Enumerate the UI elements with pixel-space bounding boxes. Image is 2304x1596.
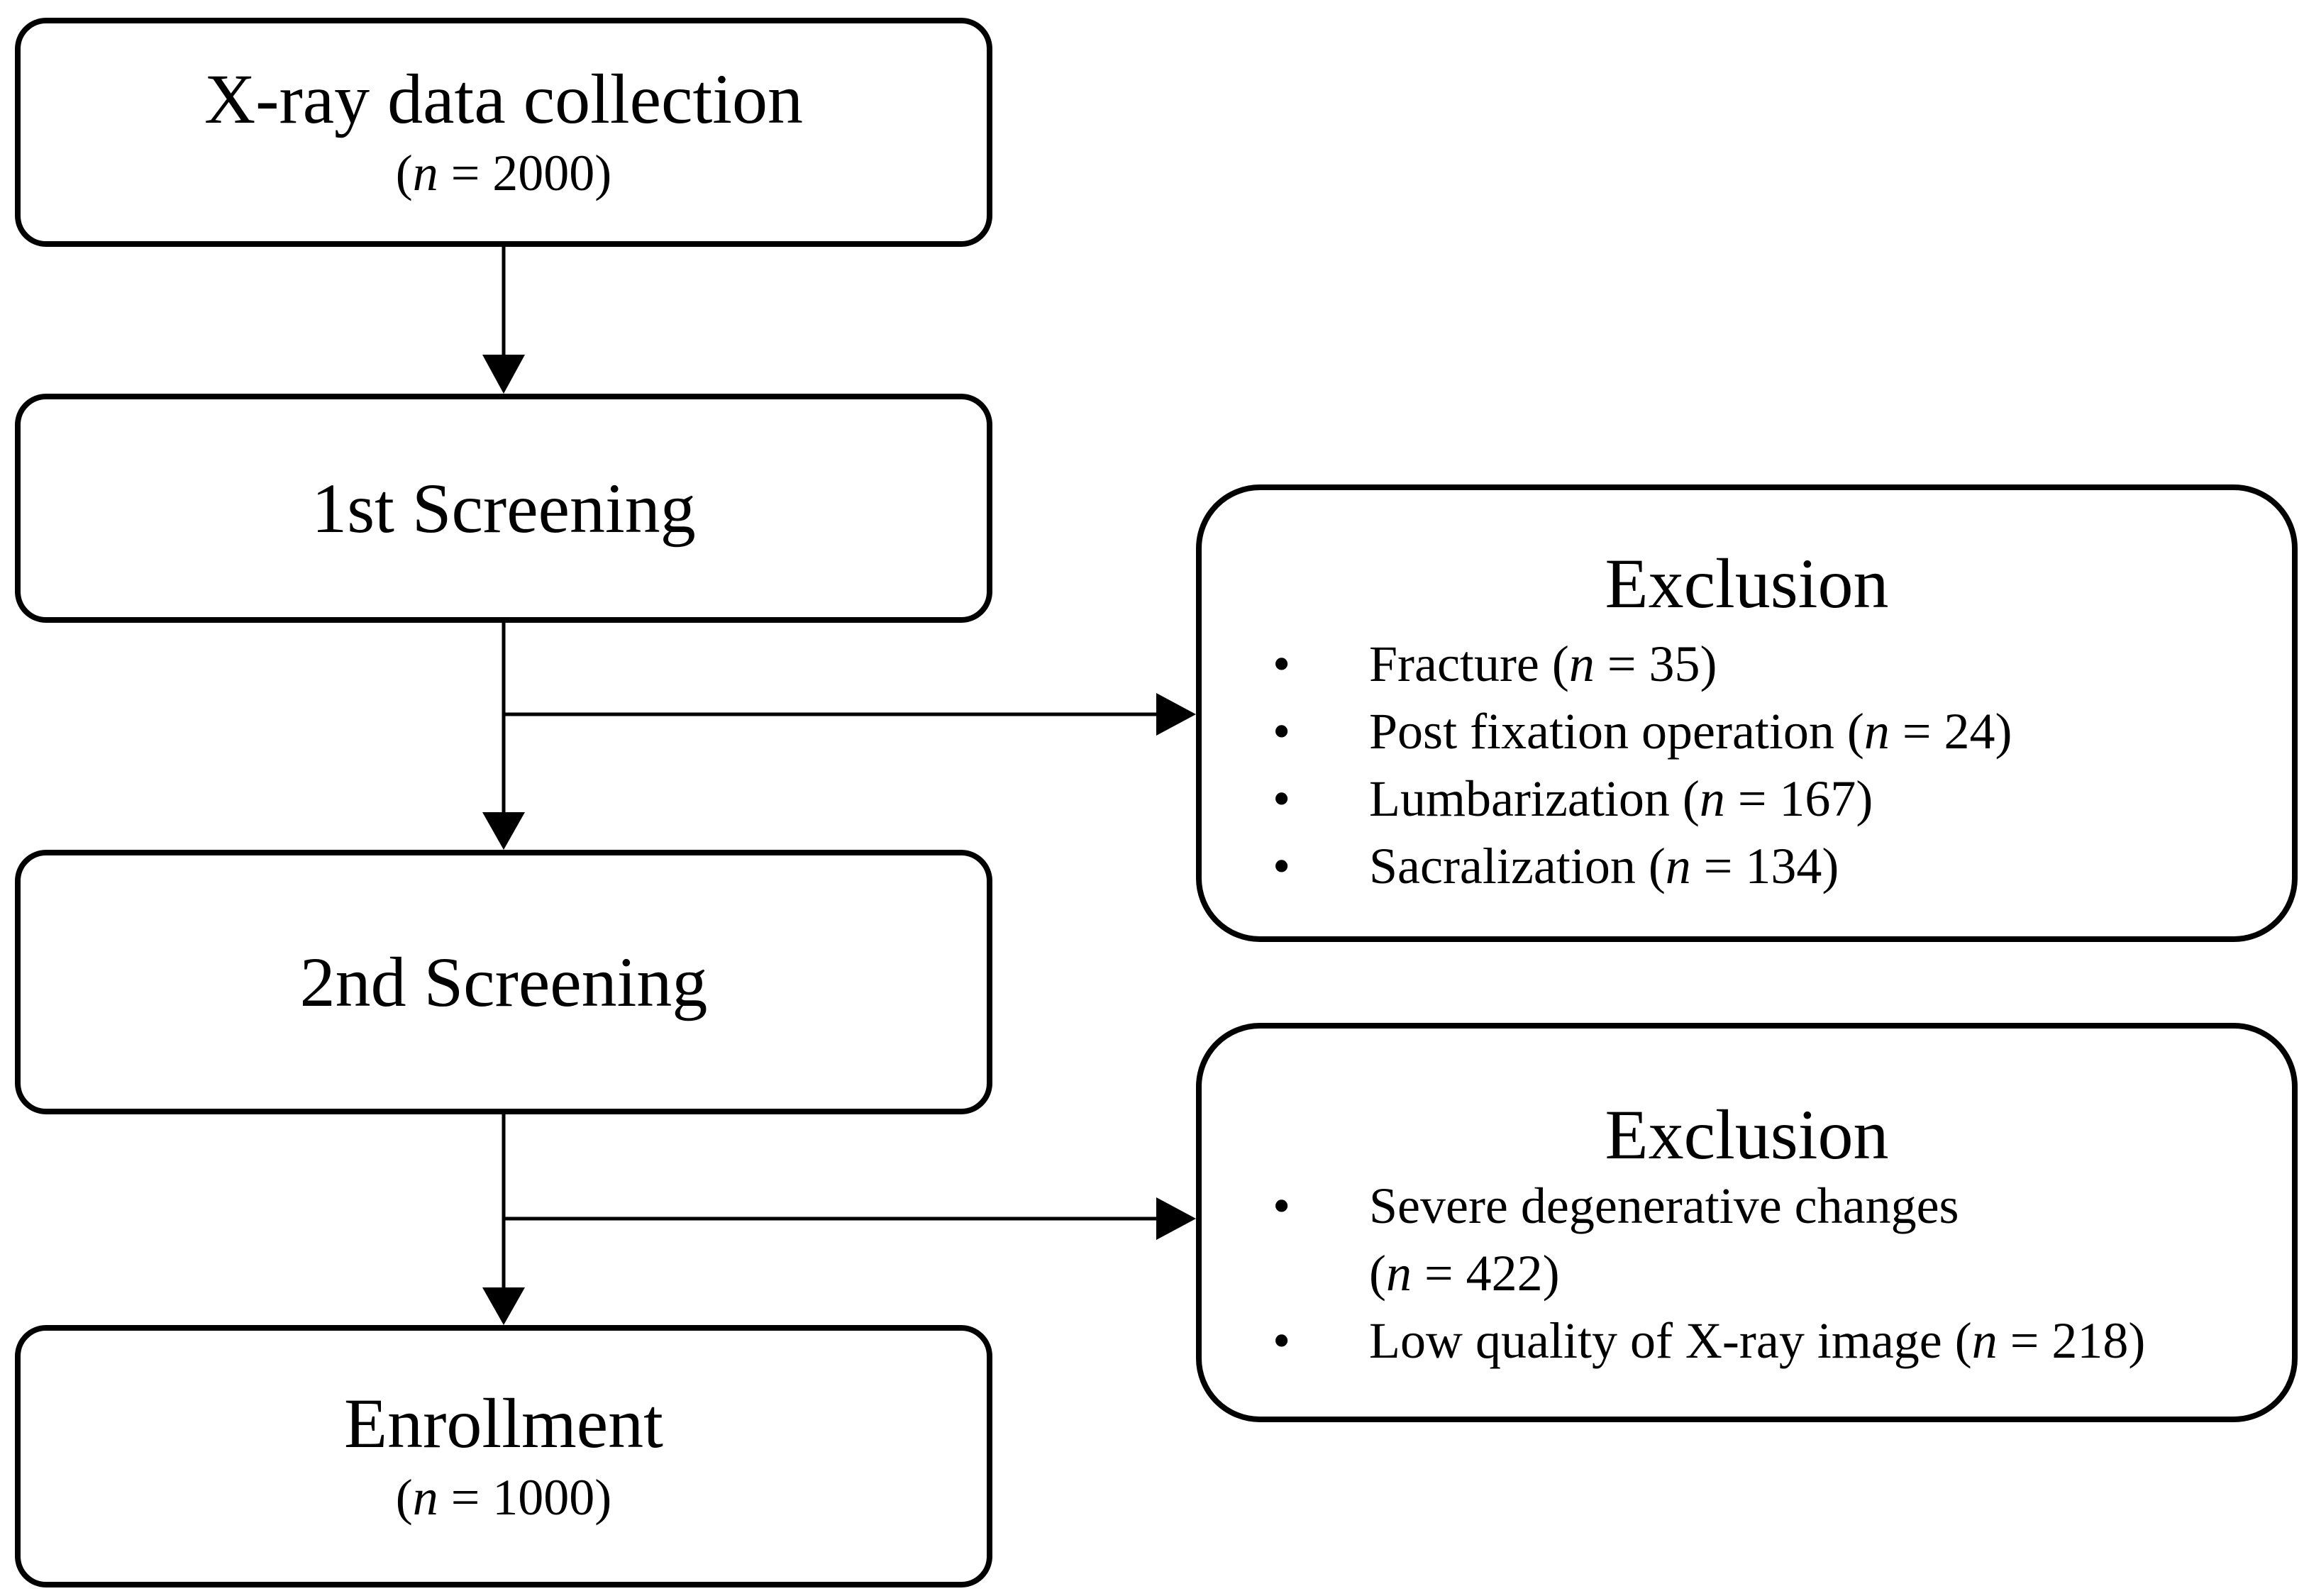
exclusion-item-lumbarization: • Lumbarization (n = 167) [1202, 765, 2292, 833]
exclusion-item-degenerative: • Severe degenerative changes (n = 422) [1202, 1173, 2292, 1307]
count-open-paren: ( [395, 1468, 413, 1526]
exclusion-item-label: Sacralization ( [1369, 838, 1666, 894]
bullet-icon: • [1273, 636, 1291, 692]
exclusion-item-label: Low quality of X-ray image ( [1369, 1312, 1972, 1369]
exclusion-list: •Severe degenerative changes(n = 422) •L… [1202, 1173, 2292, 1375]
exclusion-item-sacralization: • Sacralization (n = 134) [1202, 833, 2292, 900]
exclusion-item-label: Post fixation operation ( [1369, 703, 1864, 760]
enrollment-count: (n = 1000) [396, 1467, 612, 1528]
count-value: = 35) [1594, 636, 1717, 692]
first-screening-box: 1st Screening [15, 394, 992, 623]
exclusion-item-fracture: • Fracture (n = 35) [1202, 631, 2292, 698]
exclusion-title: Exclusion [1605, 1095, 1889, 1174]
enrollment-box: Enrollment (n = 1000) [15, 1325, 992, 1587]
second-screening-title: 2nd Screening [299, 942, 708, 1021]
exclusion-item-label: Lumbarization ( [1369, 770, 1700, 827]
count-n-symbol: n [1699, 770, 1725, 827]
bullet-icon: • [1273, 1177, 1291, 1234]
count-n-symbol: n [412, 1468, 438, 1526]
count-n-symbol: n [1863, 703, 1890, 760]
exclusion-box-first: Exclusion •Fracture (n = 35) •Post fixat… [1196, 484, 2298, 942]
count-n-symbol: n [412, 145, 438, 202]
exclusion-list: •Fracture (n = 35) •Post fixation operat… [1202, 631, 2292, 900]
count-value: = 422) [1411, 1245, 1560, 1302]
count-value: = 218) [1997, 1312, 2146, 1369]
exclusion-item-post-fixation: • Post fixation operation (n = 24) [1202, 698, 2292, 765]
arrowhead-to-exclusion1 [1156, 693, 1196, 736]
count-value: = 167) [1724, 770, 1873, 827]
exclusion-item-count-line: (n = 422) [1369, 1240, 2292, 1307]
xray-collection-count: (n = 2000) [396, 143, 612, 204]
bullet-icon: • [1273, 770, 1291, 827]
bullet-icon: • [1273, 703, 1291, 760]
bullet-icon: • [1273, 1312, 1291, 1369]
count-open-paren: ( [1369, 1245, 1386, 1302]
count-n-symbol: n [1971, 1312, 1998, 1369]
first-screening-title: 1st Screening [311, 468, 696, 548]
arrowhead-to-exclusion2 [1156, 1197, 1196, 1240]
count-open-paren: ( [395, 145, 413, 202]
exclusion-title: Exclusion [1605, 544, 1889, 623]
xray-collection-box: X-ray data collection (n = 2000) [15, 18, 992, 247]
count-value: = 24) [1889, 703, 2012, 760]
arrowhead-to-enrollment [482, 1287, 525, 1325]
count-n-symbol: n [1665, 838, 1691, 894]
exclusion-item-label: Fracture ( [1369, 636, 1569, 692]
second-screening-box: 2nd Screening [15, 850, 992, 1114]
exclusion-box-second: Exclusion •Severe degenerative changes(n… [1196, 1023, 2298, 1422]
exclusion-item-label: Severe degenerative changes [1369, 1177, 1959, 1234]
count-value: = 2000) [438, 145, 612, 202]
exclusion-item-low-quality: • Low quality of X-ray image (n = 218) [1202, 1307, 2292, 1375]
arrowhead-to-screen2 [482, 812, 525, 850]
count-value: = 1000) [438, 1468, 612, 1526]
xray-collection-title: X-ray data collection [204, 60, 804, 139]
enrollment-title: Enrollment [344, 1383, 663, 1463]
count-value: = 134) [1690, 838, 1839, 894]
count-n-symbol: n [1385, 1245, 1412, 1302]
arrowhead-to-screen1 [482, 355, 525, 394]
count-n-symbol: n [1568, 636, 1595, 692]
bullet-icon: • [1273, 838, 1291, 894]
